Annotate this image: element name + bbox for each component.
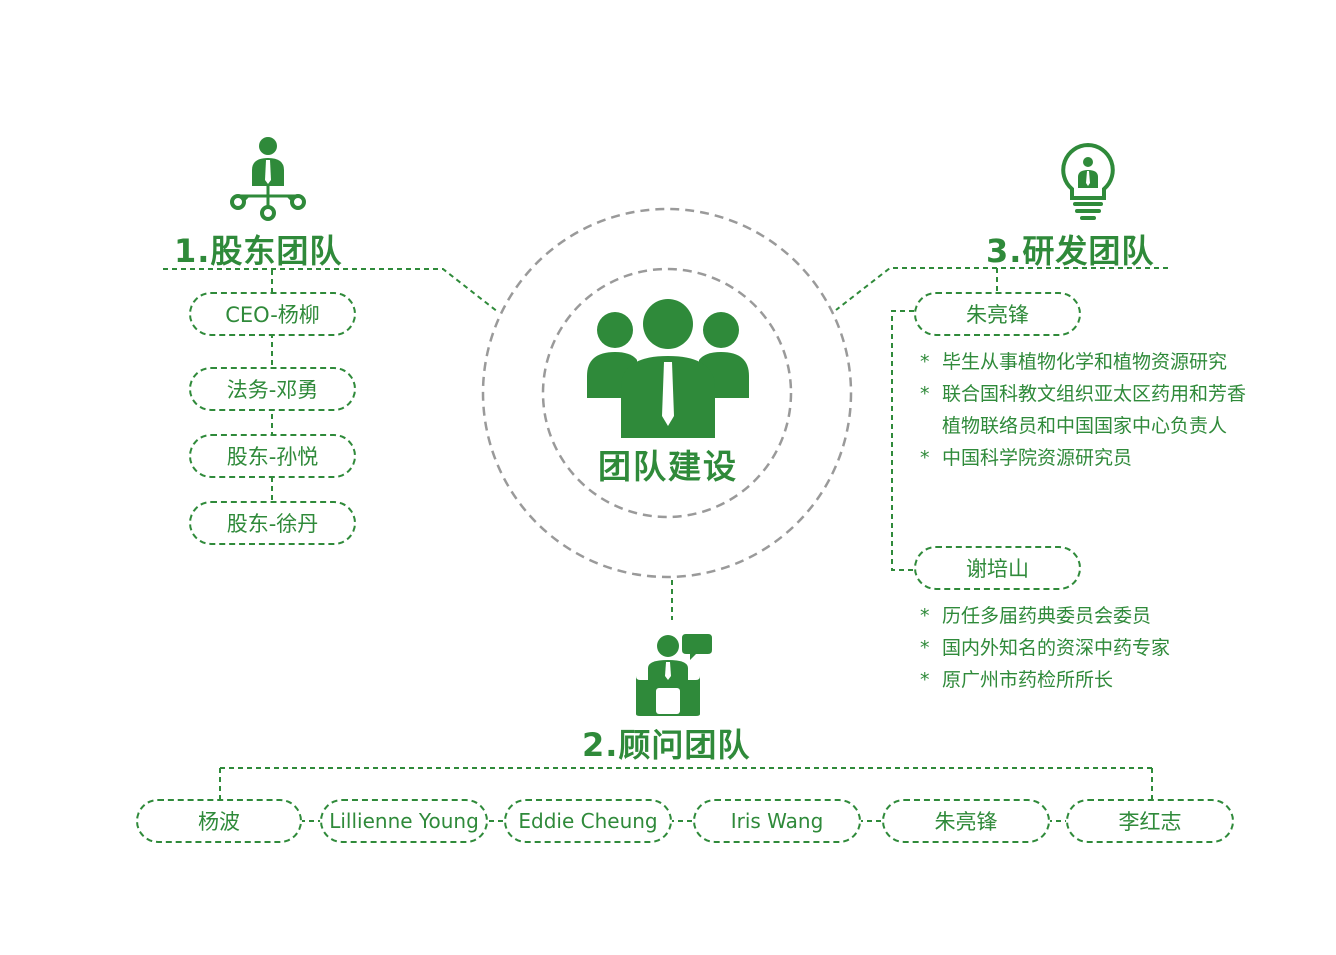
shareholders-heading: 1.股东团队 <box>174 232 343 270</box>
research-heading: 3.研发团队 <box>986 232 1155 270</box>
research-bracket <box>891 310 914 571</box>
research-member-0: 朱亮锋 <box>914 292 1081 336</box>
research-member-1: 谢培山 <box>914 546 1081 590</box>
research-connector <box>835 267 1168 311</box>
advisor-member-0: 杨波 <box>136 799 302 843</box>
note-item: *中国科学院资源研究员 <box>920 447 1133 469</box>
advisor-member-1: Lillienne Young <box>320 799 488 843</box>
advisor-member-4: 朱亮锋 <box>882 799 1050 843</box>
advisor-member-2: Eddie Cheung <box>504 799 672 843</box>
center-title: 团队建设 <box>598 447 738 486</box>
note-item: *毕生从事植物化学和植物资源研究 <box>920 351 1228 373</box>
shareholder-member-3: 股东-徐丹 <box>189 501 356 545</box>
shareholder-connector <box>163 268 499 313</box>
note-item: *原广州市药检所所长 <box>920 669 1114 691</box>
speaker-podium-icon <box>636 634 712 716</box>
inner-ring <box>541 267 793 519</box>
team-icon <box>587 299 749 438</box>
lightbulb-person-icon <box>1061 142 1115 220</box>
note-item: *联合国科教文组织亚太区药用和芳香植物联络员和中国国家中心负责人 <box>920 383 1247 437</box>
outer-ring <box>481 207 853 579</box>
advisor-member-3: Iris Wang <box>693 799 861 843</box>
advisors-heading: 2.顾问团队 <box>582 726 751 764</box>
research-member-1-notes: *历任多届药典委员会委员 *国内外知名的资深中药专家 *原广州市药检所所长 <box>920 600 1250 696</box>
note-item: *历任多届药典委员会委员 <box>920 605 1152 627</box>
shareholder-member-1: 法务-邓勇 <box>189 367 356 411</box>
network-person-icon <box>230 137 306 221</box>
advisor-member-5: 李红志 <box>1066 799 1234 843</box>
note-item: *国内外知名的资深中药专家 <box>920 637 1171 659</box>
shareholder-member-0: CEO-杨柳 <box>189 292 356 336</box>
research-member-0-notes: *毕生从事植物化学和植物资源研究 *联合国科教文组织亚太区药用和芳香植物联络员和… <box>920 346 1250 474</box>
shareholder-member-2: 股东-孙悦 <box>189 434 356 478</box>
